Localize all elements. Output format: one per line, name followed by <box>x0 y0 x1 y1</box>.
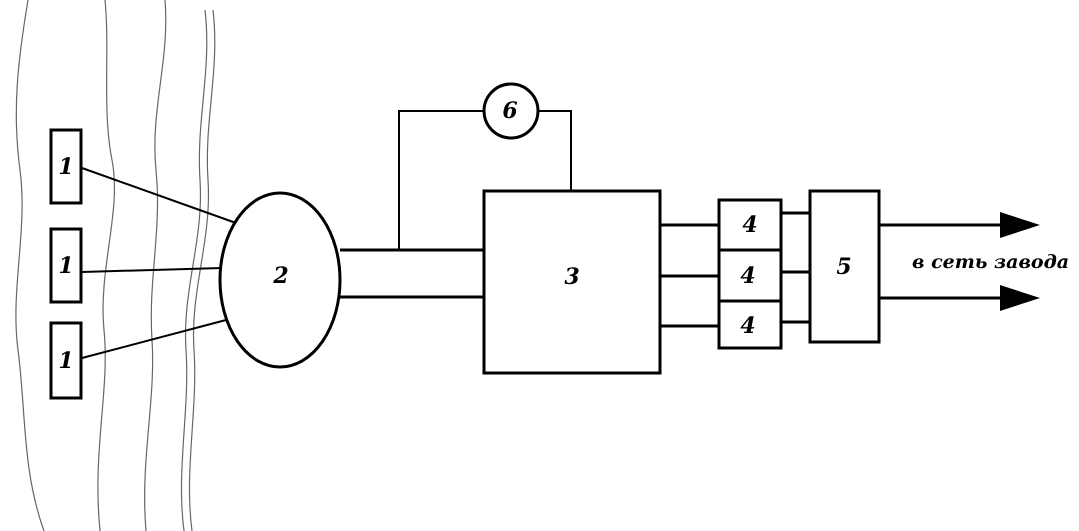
bypass-line-left <box>398 110 484 250</box>
distributor-box <box>808 189 881 344</box>
intake-line-bottom <box>81 319 227 359</box>
module-label-bottom: 4 <box>740 313 755 339</box>
intake-line-middle <box>81 267 223 273</box>
arrow-right-icon <box>1000 285 1040 311</box>
module-box-bottom <box>717 299 783 350</box>
intake-box-top <box>49 128 83 205</box>
intake-label-top: 1 <box>58 154 73 180</box>
bypass-line-right <box>538 110 572 190</box>
water-lines <box>15 0 216 531</box>
main-unit-box <box>482 189 662 375</box>
output-caption: в сеть завода <box>912 251 1069 273</box>
intake-box-bottom <box>49 321 83 400</box>
intake-line-top <box>81 167 237 224</box>
meter-circle <box>482 82 540 140</box>
arrow-right-icon <box>1000 212 1040 238</box>
distributor-label: 5 <box>836 254 851 280</box>
main-unit-label: 3 <box>564 264 579 290</box>
intake-label-middle: 1 <box>58 253 73 279</box>
meter-label: 6 <box>502 98 517 124</box>
module-label-middle: 4 <box>740 263 755 289</box>
collector-label: 2 <box>272 263 288 289</box>
module-label-top: 4 <box>742 212 757 238</box>
intake-label-bottom: 1 <box>58 348 73 374</box>
intake-box-middle <box>49 227 83 304</box>
collector-ellipse <box>218 191 342 369</box>
